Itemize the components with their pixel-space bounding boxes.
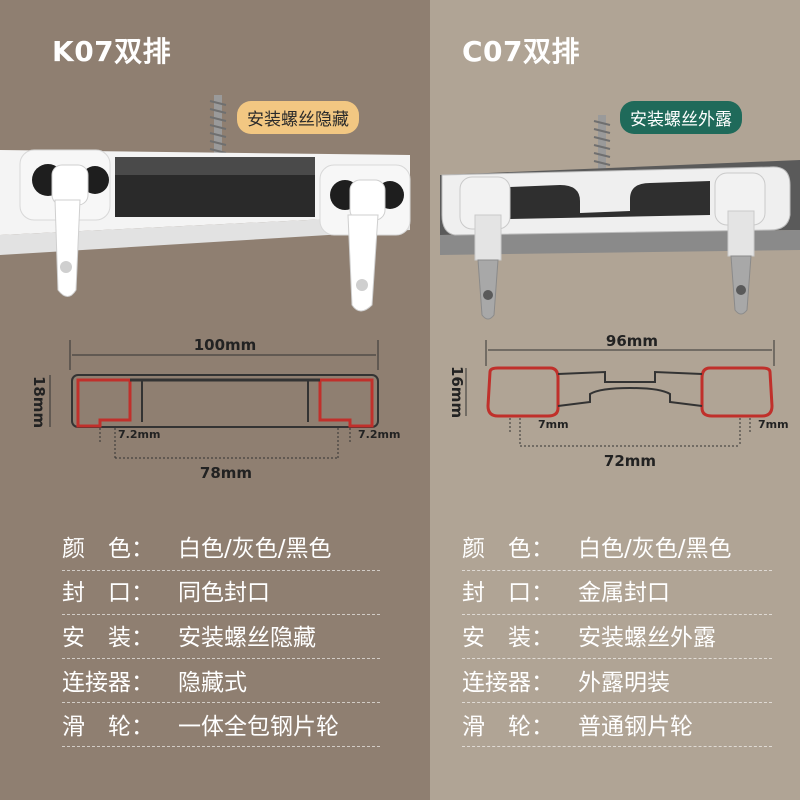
c07-height-label: 16mm: [448, 366, 466, 418]
k07-spec-seal: 封 口： 同色封口: [62, 567, 270, 613]
spec-key: 连接器：: [62, 670, 154, 696]
c07-spec-color: 颜 色： 白色/灰色/黑色: [462, 523, 732, 569]
c07-spec-connector: 连接器： 外露明装: [462, 657, 670, 703]
k07-spec-install: 安 装： 安装螺丝隐藏: [62, 612, 316, 658]
spec-value: 白色/灰色/黑色: [578, 536, 732, 562]
spec-key: 滑 轮：: [62, 714, 154, 740]
c07-title: C07双排: [462, 35, 581, 68]
divider: [462, 702, 772, 704]
k07-spec-connector: 连接器： 隐藏式: [62, 657, 247, 703]
spec-key: 安 装：: [462, 625, 554, 651]
spec-value: 外露明装: [578, 670, 670, 696]
c07-spec-install: 安 装： 安装螺丝外露: [462, 612, 716, 658]
c07-gap-right-label: 7mm: [758, 418, 789, 431]
c07-gap-left-label: 7mm: [538, 418, 569, 431]
spec-key: 颜 色：: [462, 536, 554, 562]
spec-value: 普通钢片轮: [578, 714, 693, 740]
c07-panel: [430, 0, 800, 800]
spec-key: 封 口：: [62, 580, 154, 606]
c07-inner-label: 72mm: [604, 452, 656, 470]
k07-track-image: [0, 95, 411, 312]
divider: [62, 746, 380, 748]
divider: [62, 702, 380, 704]
spec-key: 封 口：: [462, 580, 554, 606]
c07-width-label: 96mm: [606, 332, 658, 350]
c07-dimension-diagram: 96mm 16mm 7mm 7mm 72mm: [448, 332, 789, 470]
spec-value: 一体全包钢片轮: [178, 714, 339, 740]
c07-spec-pulley: 滑 轮： 普通钢片轮: [462, 701, 693, 747]
spec-value: 安装螺丝隐藏: [178, 625, 316, 651]
spec-value: 安装螺丝外露: [578, 625, 716, 651]
k07-screw-hidden-badge: 安装螺丝隐藏: [237, 101, 359, 134]
spec-key: 滑 轮：: [462, 714, 554, 740]
divider: [62, 570, 380, 572]
spec-value: 白色/灰色/黑色: [178, 536, 332, 562]
c07-track-image: [440, 115, 800, 320]
k07-title: K07双排: [52, 35, 172, 68]
divider: [462, 658, 772, 660]
k07-gap-right-label: 7.2mm: [358, 428, 400, 441]
divider: [462, 570, 772, 572]
k07-gap-left-label: 7.2mm: [118, 428, 160, 441]
k07-height-label: 18mm: [30, 376, 48, 428]
k07-width-label: 100mm: [194, 336, 257, 354]
divider: [462, 746, 772, 748]
spec-key: 连接器：: [462, 670, 554, 696]
k07-spec-pulley: 滑 轮： 一体全包钢片轮: [62, 701, 339, 747]
c07-spec-seal: 封 口： 金属封口: [462, 567, 670, 613]
c07-screw-exposed-badge: 安装螺丝外露: [620, 101, 742, 134]
k07-inner-label: 78mm: [200, 464, 252, 482]
spec-key: 安 装：: [62, 625, 154, 651]
spec-value: 隐藏式: [178, 670, 247, 696]
k07-dimension-diagram: 100mm 18mm 7.2mm 7.2mm 78mm: [30, 336, 400, 482]
spec-value: 金属封口: [578, 580, 670, 606]
spec-key: 颜 色：: [62, 536, 154, 562]
spec-value: 同色封口: [178, 580, 270, 606]
k07-spec-color: 颜 色： 白色/灰色/黑色: [62, 523, 332, 569]
divider: [62, 614, 380, 616]
divider: [62, 658, 380, 660]
divider: [462, 614, 772, 616]
